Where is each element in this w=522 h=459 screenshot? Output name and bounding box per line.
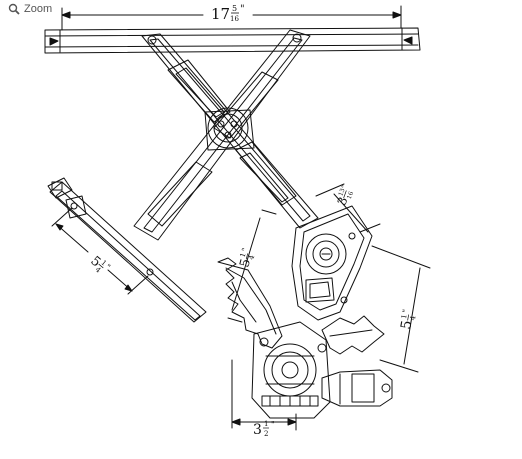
svg-text:": " xyxy=(271,420,275,429)
zoom-label: Zoom xyxy=(24,3,53,15)
zoom-button[interactable]: Zoom xyxy=(8,0,52,18)
rack-segment xyxy=(321,315,385,355)
svg-text:16: 16 xyxy=(346,190,355,200)
svg-text:3: 3 xyxy=(253,422,262,438)
top-rail xyxy=(44,27,421,54)
overall-rail-length-label: 17 5 16 " xyxy=(211,4,245,23)
lower-rail-length-label: 5 1 4 " xyxy=(87,254,112,275)
sector-height-label: 5 1 4 " xyxy=(398,309,418,331)
lower-rail xyxy=(47,177,207,323)
motor-width-dimension xyxy=(231,359,297,431)
overall-dimension xyxy=(61,5,402,31)
svg-text:4: 4 xyxy=(247,254,256,261)
motor-gearbox xyxy=(251,321,331,419)
drum-housing xyxy=(291,205,373,321)
svg-text:5: 5 xyxy=(237,257,254,269)
svg-text:3: 3 xyxy=(335,195,351,207)
pivot-plate xyxy=(204,107,255,151)
svg-text:13: 13 xyxy=(337,187,346,197)
magnifier-icon xyxy=(8,3,20,15)
lower-rail-dimension xyxy=(51,207,149,295)
svg-text:4: 4 xyxy=(409,315,418,321)
svg-text:16: 16 xyxy=(230,15,239,23)
x-arm-main xyxy=(141,33,319,229)
svg-text:5: 5 xyxy=(398,319,415,331)
svg-text:": " xyxy=(340,184,349,190)
svg-text:": " xyxy=(240,4,245,15)
sector-arm-dimension xyxy=(227,209,277,323)
drum-offset-dimension xyxy=(315,183,381,233)
svg-text:1: 1 xyxy=(264,420,268,428)
motor-can xyxy=(321,369,393,407)
svg-text:1: 1 xyxy=(239,252,248,258)
svg-text:": " xyxy=(401,309,411,314)
sector-gear xyxy=(217,257,283,349)
svg-text:5: 5 xyxy=(232,4,237,13)
drum-offset-label: 3 13 16 " xyxy=(335,184,355,207)
svg-text:1: 1 xyxy=(99,259,108,268)
sector-height-dimension xyxy=(371,245,431,373)
svg-text:17: 17 xyxy=(211,5,230,23)
svg-text:1: 1 xyxy=(400,314,409,320)
svg-text:": " xyxy=(103,262,112,271)
svg-text:2: 2 xyxy=(264,430,268,438)
svg-text:": " xyxy=(240,247,250,253)
svg-text:4: 4 xyxy=(94,265,103,274)
motor-width-label: 3 1 2 " xyxy=(253,420,275,438)
sector-arm-length-label: 5 1 4 " xyxy=(237,247,256,269)
x-arm-cross xyxy=(133,29,311,241)
